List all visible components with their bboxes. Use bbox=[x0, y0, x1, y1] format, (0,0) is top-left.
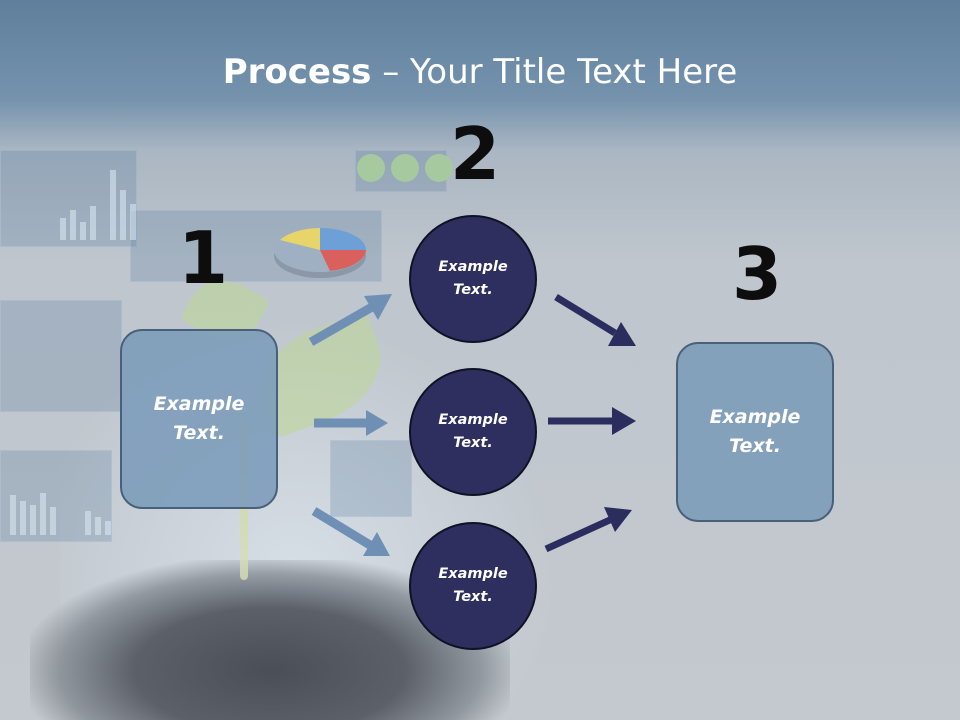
background-panel bbox=[330, 440, 412, 517]
background-bar-chart bbox=[60, 160, 140, 240]
circle-top-line1: Example bbox=[438, 259, 508, 275]
circle-middle-line1: Example bbox=[438, 412, 508, 428]
step-1-text-line2: Text. bbox=[173, 422, 225, 444]
background-bar-chart bbox=[10, 490, 120, 535]
step-number-1: 1 bbox=[178, 216, 229, 300]
arrow-from-circle-middle bbox=[548, 407, 636, 435]
arrow-to-circle-middle bbox=[314, 410, 388, 436]
circle-bottom-line2: Text. bbox=[453, 589, 493, 605]
step-number-3: 3 bbox=[732, 232, 783, 316]
background-panel bbox=[0, 300, 122, 412]
slide-title: Process – Your Title Text Here bbox=[0, 52, 960, 92]
arrow-from-circle-top bbox=[554, 294, 636, 346]
circle-middle-line2: Text. bbox=[453, 435, 493, 451]
step-3-text-line1: Example bbox=[709, 406, 801, 428]
circle-top-line2: Text. bbox=[453, 282, 493, 298]
arrow-to-circle-top bbox=[308, 294, 392, 346]
background-pie-chart bbox=[274, 228, 366, 278]
step-number-2: 2 bbox=[450, 112, 501, 196]
background-donut-icons bbox=[357, 154, 453, 182]
title-rest: – Your Title Text Here bbox=[371, 52, 738, 92]
arrow-from-circle-bottom bbox=[544, 507, 632, 553]
step-3-text-line2: Text. bbox=[729, 435, 781, 457]
circle-bottom-line1: Example bbox=[438, 566, 508, 582]
title-bold: Process bbox=[222, 52, 372, 92]
step-1-text-line1: Example bbox=[153, 393, 245, 415]
arrow-to-circle-bottom bbox=[311, 507, 390, 556]
background-panel bbox=[0, 450, 112, 542]
